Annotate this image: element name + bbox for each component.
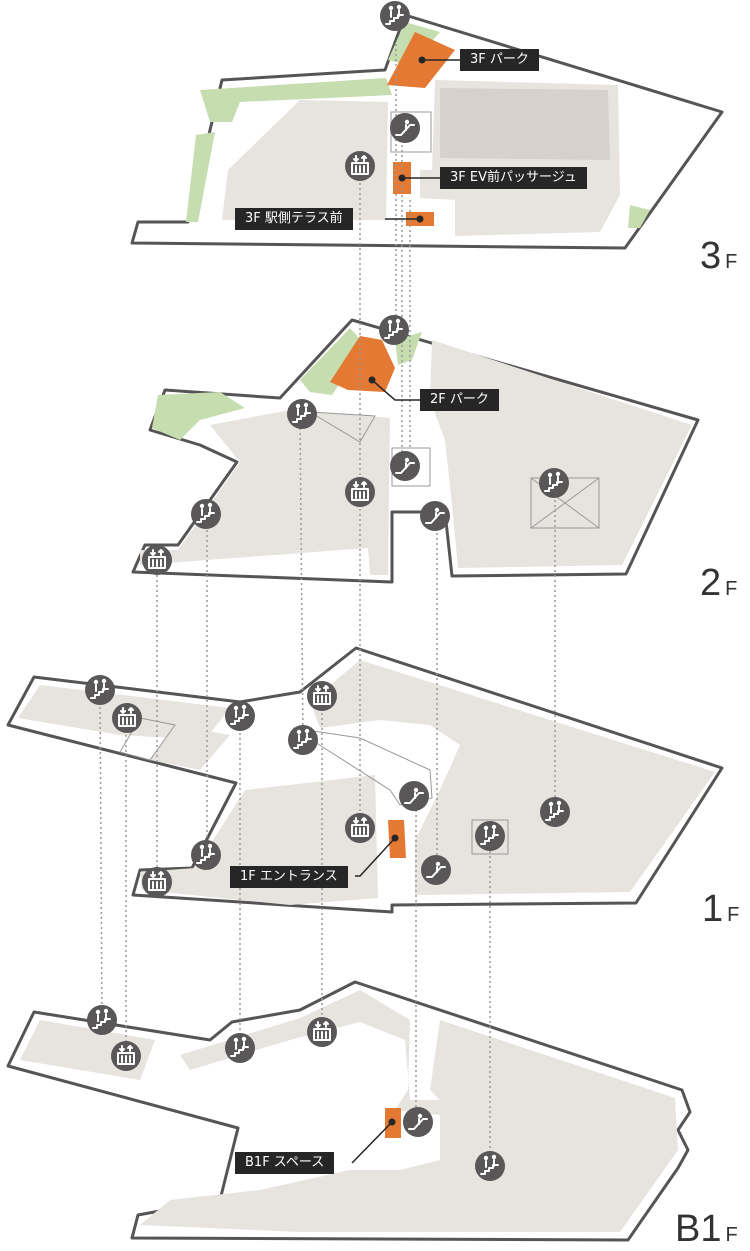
floor-number: 2 — [700, 562, 722, 604]
stairs-icon[interactable] — [474, 1150, 506, 1182]
floor-1f-plan — [6, 646, 724, 914]
elevator-icon[interactable] — [306, 680, 338, 712]
label-3f-station-terrace[interactable]: 3F 駅側テラス前 — [235, 208, 353, 230]
label-3f-park[interactable]: 3F パーク — [460, 49, 539, 71]
floor-unit: F — [727, 904, 740, 926]
floor-number: 1 — [702, 888, 724, 930]
elevator-icon[interactable] — [344, 150, 376, 182]
stairs-icon[interactable] — [539, 796, 571, 828]
elevator-icon[interactable] — [111, 702, 143, 734]
escalator-icon[interactable] — [419, 500, 451, 532]
stairs-icon[interactable] — [378, 314, 410, 346]
escalator-icon[interactable] — [402, 1106, 434, 1138]
floor-unit: F — [725, 578, 738, 600]
escalator-icon[interactable] — [389, 112, 421, 144]
elevator-icon[interactable] — [141, 866, 173, 898]
floor-unit: F — [725, 251, 738, 273]
escalator-icon[interactable] — [389, 450, 421, 482]
stairs-icon[interactable] — [474, 820, 506, 852]
label-1f-entrance[interactable]: 1F エントランス — [230, 866, 348, 888]
elevator-icon[interactable] — [344, 476, 376, 508]
elevator-icon[interactable] — [306, 1016, 338, 1048]
elevator-icon[interactable] — [141, 544, 173, 576]
floor-3f-plan — [130, 13, 724, 250]
elevator-icon[interactable] — [344, 812, 376, 844]
stairs-icon[interactable] — [190, 498, 222, 530]
floor-2f-plan — [131, 318, 700, 584]
floor-unit: F — [725, 1224, 738, 1246]
label-3f-ev-passage[interactable]: 3F EV前パッサージュ — [440, 167, 587, 189]
floor-number: 3 — [700, 235, 722, 277]
stairs-icon[interactable] — [224, 700, 256, 732]
elevator-icon[interactable] — [110, 1040, 142, 1072]
stairs-icon[interactable] — [224, 1032, 256, 1064]
stairs-icon[interactable] — [190, 839, 222, 871]
stairs-icon[interactable] — [286, 398, 318, 430]
stairs-icon[interactable] — [538, 467, 570, 499]
stairs-icon[interactable] — [86, 1004, 118, 1036]
stairs-icon[interactable] — [287, 724, 319, 756]
label-leader-lines — [351, 56, 460, 1164]
floor-number: B1 — [675, 1208, 722, 1250]
stairs-icon[interactable] — [379, 0, 411, 32]
stairs-icon[interactable] — [84, 674, 116, 706]
escalator-icon[interactable] — [420, 854, 452, 886]
label-2f-park[interactable]: 2F パーク — [420, 389, 499, 411]
escalator-icon[interactable] — [398, 780, 430, 812]
label-b1f-space[interactable]: B1F スペース — [235, 1152, 335, 1174]
